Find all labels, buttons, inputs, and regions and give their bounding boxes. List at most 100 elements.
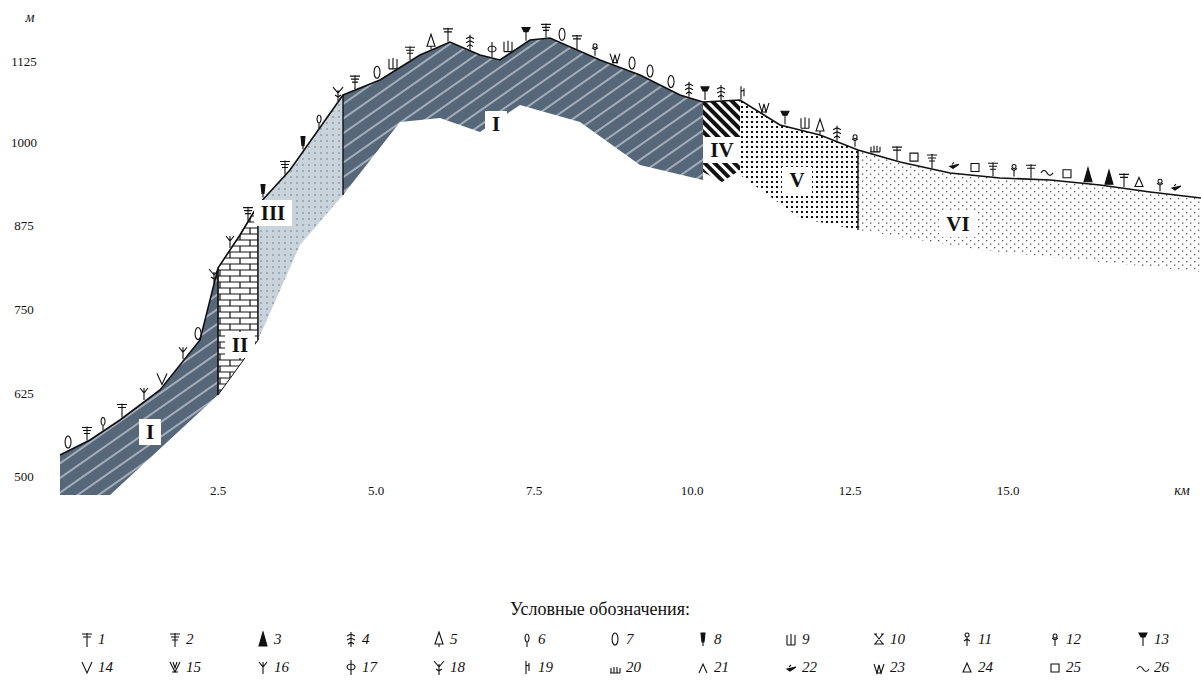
vegetation-symbol <box>717 85 725 100</box>
axis-tick-label: 625 <box>14 387 34 401</box>
vegetation-symbol <box>1084 168 1092 182</box>
vegetation-symbol <box>741 86 744 99</box>
axis-unit: м <box>26 10 35 25</box>
legend-number: 16 <box>274 659 289 676</box>
legend-symbol <box>520 659 534 676</box>
legend-symbol <box>344 631 358 648</box>
unit-numeral: VI <box>946 212 969 236</box>
legend-number: 7 <box>626 631 634 648</box>
legend-symbol <box>872 659 886 676</box>
vegetation-symbol <box>101 417 105 430</box>
vegetation-symbol <box>833 126 841 141</box>
legend-number: 6 <box>538 631 546 648</box>
vegetation-symbol <box>179 347 187 359</box>
legend-symbol <box>432 659 446 676</box>
vegetation-symbol <box>1052 634 1058 646</box>
vegetation-symbol <box>787 634 795 645</box>
unit-numeral: III <box>261 201 286 225</box>
vegetation-symbol <box>427 34 435 49</box>
vegetation-symbol <box>629 57 635 69</box>
axis-tick-label: 875 <box>14 219 34 233</box>
rock-unit-IV <box>703 100 740 182</box>
vegetation-symbol <box>82 662 92 673</box>
vegetation-symbol <box>964 633 970 646</box>
vegetation-symbol <box>1026 164 1036 178</box>
unit-numeral: II <box>232 333 248 357</box>
axis-unit: км <box>1174 483 1189 498</box>
axis-tick-label: 1000 <box>11 136 37 150</box>
legend-number: 26 <box>1154 659 1169 676</box>
vegetation-symbol <box>1139 633 1147 646</box>
vegetation-symbol <box>1011 165 1017 177</box>
legend-number: 9 <box>802 631 810 648</box>
vegetation-symbol <box>1157 179 1163 191</box>
unit-boundaries <box>218 95 858 395</box>
legend-number: 8 <box>714 631 722 648</box>
vegetation-symbol <box>443 28 453 42</box>
vegetation-symbol <box>259 662 267 674</box>
axis-tick-label: 2.5 <box>210 484 226 498</box>
vegetation-symbol <box>1105 170 1113 184</box>
legend-symbol <box>256 659 270 676</box>
vegetation-symbol <box>170 662 180 672</box>
axis-tick-label: 15.0 <box>997 484 1020 498</box>
legend-number: 15 <box>186 659 201 676</box>
legend-number: 13 <box>1154 631 1169 648</box>
vegetation-symbol <box>971 164 979 172</box>
vegetation-symbol <box>209 269 219 283</box>
legend-number: 18 <box>450 659 465 676</box>
vegetation-symbol <box>781 111 789 124</box>
vegetation-symbol <box>592 44 598 56</box>
axis-tick-label: 10.0 <box>681 484 704 498</box>
vegetation-symbol <box>117 404 127 418</box>
vegetation-symbol <box>226 236 234 248</box>
legend-symbol <box>80 659 94 676</box>
vegetation-symbol <box>526 661 529 674</box>
legend-number: 12 <box>1066 631 1081 648</box>
legend-symbol <box>168 659 182 676</box>
vegetation-symbol <box>82 427 92 441</box>
unit-label-box: I <box>485 111 507 137</box>
legend-number: 25 <box>1066 659 1081 676</box>
legend-number: 5 <box>450 631 458 648</box>
vegetation-symbol <box>488 42 496 57</box>
rock-unit-I-left <box>60 268 218 495</box>
vegetation-symbol <box>1172 184 1181 190</box>
vegetation-symbol <box>525 634 529 647</box>
legend-number: 3 <box>274 631 282 648</box>
rock-unit-II <box>218 205 258 395</box>
legend-number: 20 <box>626 659 641 676</box>
legend-symbol <box>608 659 622 676</box>
vegetation-symbol <box>195 328 201 340</box>
vegetation-symbol <box>870 146 880 152</box>
legend-symbol <box>608 631 622 648</box>
vegetation-symbol <box>1063 170 1071 178</box>
legend-number: 24 <box>978 659 993 676</box>
legend-number: 1 <box>98 631 106 648</box>
vegetation-symbol <box>559 28 565 40</box>
vegetation-symbol <box>280 160 290 174</box>
vegetation-symbol <box>140 388 148 400</box>
legend-number: 14 <box>98 659 113 676</box>
rock-unit-III <box>258 95 343 340</box>
surface-line <box>60 38 1201 455</box>
legend-symbol <box>960 659 974 676</box>
vegetation-symbol <box>374 66 380 78</box>
vegetation-symbol <box>647 65 653 77</box>
vegetation-symbol <box>787 665 796 671</box>
vegetation-symbol <box>261 185 265 198</box>
unit-numeral: V <box>789 168 804 192</box>
vegetation-symbol <box>988 162 998 176</box>
legend-title: Условные обозначения: <box>510 600 690 620</box>
vegetation-symbol <box>157 374 167 385</box>
vegetation-symbol <box>892 146 902 160</box>
vegetation-symbol <box>610 54 620 63</box>
vegetation-symbol <box>541 23 551 37</box>
vegetation-symbol <box>243 207 253 221</box>
legend-symbol <box>256 631 270 648</box>
legend-symbol <box>80 631 94 648</box>
vegetation-symbol <box>65 436 71 448</box>
unit-numeral: I <box>492 112 500 136</box>
